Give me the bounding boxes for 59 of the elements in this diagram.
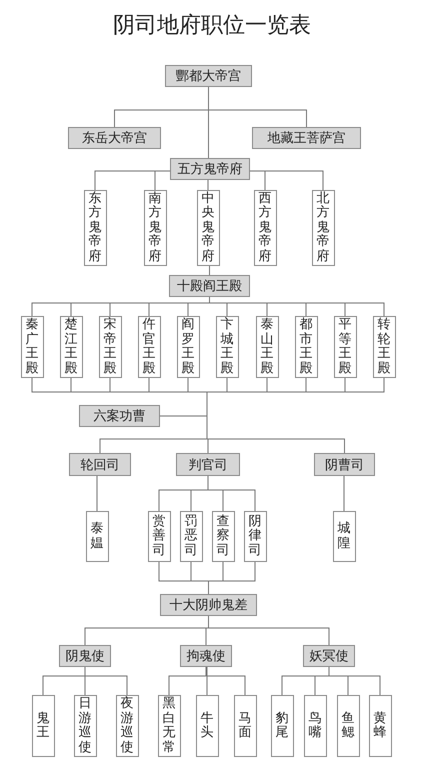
office-box: 六案功曹	[79, 405, 160, 427]
office-card: 西方鬼帝府	[254, 190, 276, 266]
office-card: 仵官王殿	[138, 316, 160, 378]
office-box: 东岳大帝宫	[68, 127, 161, 149]
office-card: 宋帝王殿	[98, 316, 122, 378]
connector-line	[209, 266, 210, 276]
connector-line	[206, 666, 208, 696]
office-card: 秦广王殿	[20, 316, 44, 378]
office-card: 赏善司	[148, 511, 170, 562]
office-card: 阎罗王殿	[176, 316, 200, 378]
connector-line	[208, 476, 256, 512]
office-box: 阴鬼使	[59, 645, 111, 667]
office-box: 阴曹司	[314, 453, 375, 476]
office-card: 楚江王殿	[60, 316, 82, 378]
office-box: 五方鬼帝府	[170, 158, 250, 180]
office-card: 黄蜂	[368, 695, 392, 757]
connector-line	[208, 616, 330, 646]
office-box: 十殿阎王殿	[169, 275, 250, 297]
connector-line	[84, 666, 128, 696]
title: 阴司地府职位一览表	[112, 12, 312, 40]
office-card: 转轮王殿	[372, 316, 396, 378]
connector-line	[328, 666, 380, 696]
office-card: 豹尾	[270, 695, 294, 757]
connector-line	[250, 170, 324, 190]
office-card: 鸟嘴	[304, 695, 326, 757]
office-card: 泰媪	[86, 511, 108, 562]
connector-line	[209, 296, 384, 316]
office-box: 妖冥使	[303, 645, 355, 667]
office-card: 北方鬼帝府	[312, 190, 334, 266]
connector-line	[96, 476, 98, 512]
connector-line	[208, 86, 209, 158]
office-box: 十大阴帅鬼差	[160, 594, 257, 616]
office-box: 判官司	[176, 453, 240, 476]
office-card: 平等王殿	[334, 316, 356, 378]
office-card: 城隍	[332, 511, 356, 562]
office-card: 都市王殿	[294, 316, 318, 378]
office-card: 阴律司	[244, 511, 266, 562]
office-card: 黑白无常	[158, 695, 180, 757]
office-box: 酆都大帝宫	[165, 65, 252, 87]
office-card: 中央鬼帝府	[196, 190, 220, 266]
office-card: 南方鬼帝府	[144, 190, 166, 266]
office-card: 卞城王殿	[216, 316, 238, 378]
office-card: 查察司	[212, 511, 234, 562]
office-card: 日游巡使	[74, 695, 96, 757]
office-box: 轮回司	[69, 453, 131, 476]
office-card: 鬼王	[32, 695, 54, 757]
office-box: 地藏王菩萨宫	[252, 127, 361, 149]
office-card: 马面	[234, 695, 256, 757]
connector-line	[208, 562, 256, 594]
office-card: 鱼鳃	[336, 695, 360, 757]
connector-line	[154, 170, 170, 190]
connector-line	[206, 666, 246, 696]
connector-line	[160, 416, 345, 454]
office-card: 夜游巡使	[116, 695, 138, 757]
office-card: 牛头	[196, 695, 218, 757]
office-card: 东方鬼帝府	[84, 190, 106, 266]
office-card: 罚恶司	[180, 511, 202, 562]
office-box: 拘魂使	[180, 645, 232, 667]
office-card: 泰山王殿	[256, 316, 278, 378]
